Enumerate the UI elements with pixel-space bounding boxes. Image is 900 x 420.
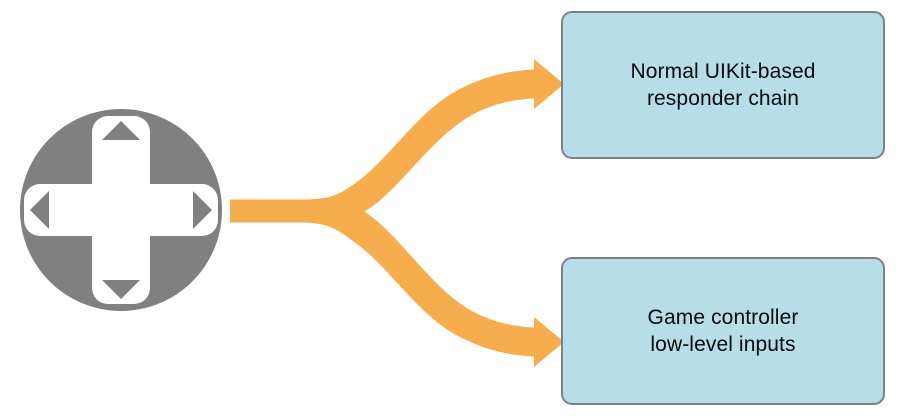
arrow-path-to-game-controller bbox=[300, 199, 564, 367]
node-game-controller[interactable]: Game controller low-level inputs bbox=[561, 257, 885, 405]
arrow-path-to-responder-chain bbox=[230, 59, 564, 223]
node-game-controller-label: Game controller low-level inputs bbox=[647, 306, 799, 356]
dpad-left-arrow-icon bbox=[30, 191, 49, 229]
node-responder-chain[interactable]: Normal UIKit-based responder chain bbox=[561, 11, 885, 159]
dpad-right-arrow-icon bbox=[193, 191, 212, 229]
dpad-cross bbox=[24, 116, 218, 304]
node-responder-chain-label: Normal UIKit-based responder chain bbox=[630, 60, 816, 110]
dpad-up-arrow-icon bbox=[102, 121, 140, 140]
dpad-down-arrow-icon bbox=[102, 280, 140, 299]
dpad-icon bbox=[20, 109, 222, 311]
